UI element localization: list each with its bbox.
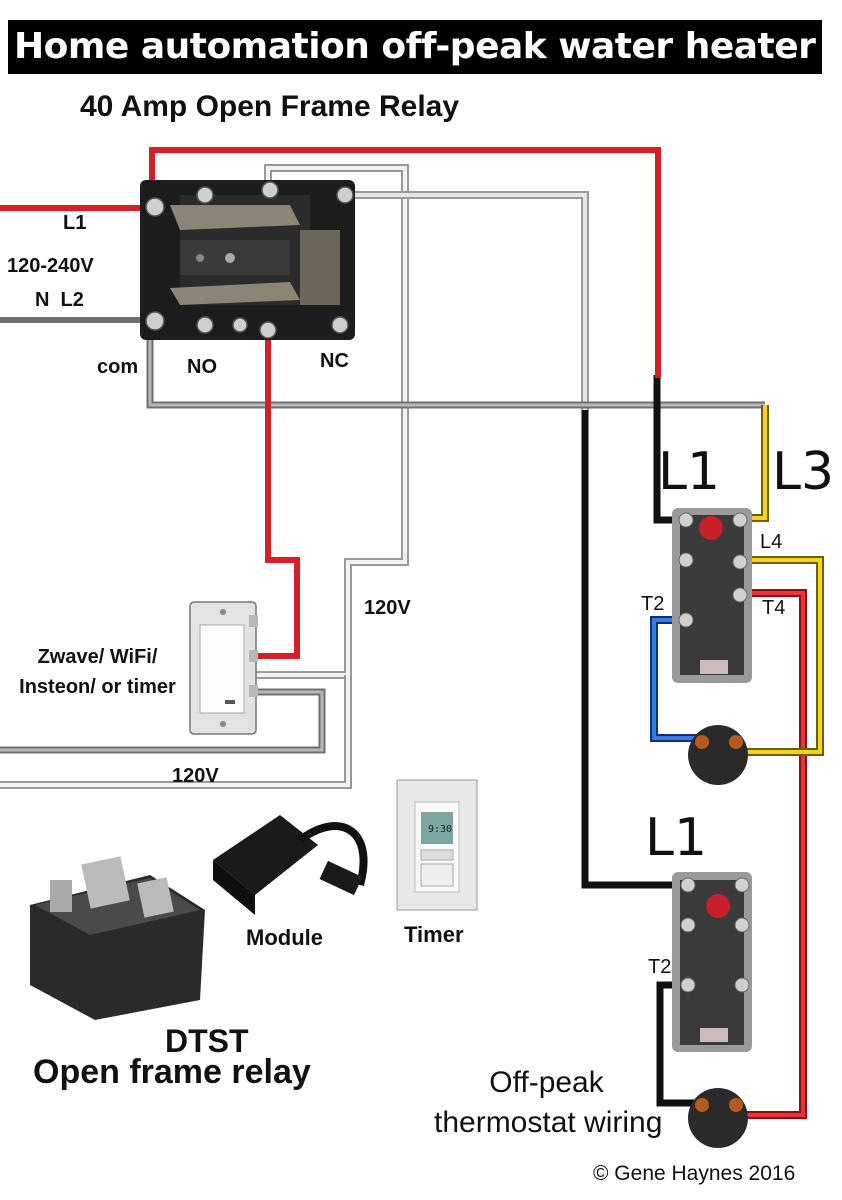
label-no: NO (187, 356, 217, 378)
blue-wire (650, 616, 698, 742)
wall-timer-image: 9:30 (396, 779, 478, 911)
caption-dtst: DTST (165, 1023, 249, 1059)
timer-display: 9:30 (428, 824, 452, 835)
title-bar (8, 20, 822, 74)
gray-wire (0, 317, 765, 754)
red-wire (0, 147, 807, 1119)
relay-screw-terminals (145, 181, 354, 339)
label-lower-t2: T2 (648, 956, 672, 978)
open-frame-relay (140, 180, 355, 340)
label-upper-t2: T2 (641, 593, 665, 615)
dtst-relay-image (30, 856, 205, 1020)
relay-subtitle: 40 Amp Open Frame Relay (80, 90, 460, 123)
caption-open-frame-relay: Open frame relay (33, 1053, 311, 1091)
switch-label: Zwave/ WiFi/ Insteon/ or timer (19, 646, 176, 698)
label-n-l2: N L2 (35, 289, 84, 311)
upper-thermostat (672, 508, 752, 785)
smart-wall-switch (189, 601, 258, 735)
label-upper-l1: L1 (658, 442, 721, 502)
caption-off-peak: Off-peak thermostat wiring (434, 1066, 663, 1139)
caption-module: Module (246, 925, 323, 950)
copyright: © Gene Haynes 2016 (593, 1162, 796, 1185)
black-wire (581, 410, 686, 889)
wires (0, 147, 824, 1119)
lower-thermostat (672, 872, 752, 1148)
label-120v-bottom: 120V (172, 765, 219, 787)
label-l1: L1 (63, 212, 87, 234)
label-upper-l4: L4 (760, 531, 783, 553)
label-nc: NC (320, 350, 349, 372)
caption-timer: Timer (404, 922, 464, 947)
page-title: Home automation off-peak water heater (14, 26, 816, 67)
label-voltage: 120-240V (7, 255, 94, 277)
label-upper-l3: L3 (772, 442, 835, 502)
white-wire (0, 164, 589, 789)
label-upper-t4: T4 (762, 597, 786, 619)
label-com: com (97, 356, 139, 378)
label-lower-l1: L1 (645, 808, 708, 868)
label-120v-right: 120V (364, 597, 411, 619)
plug-in-module-image (213, 815, 368, 915)
